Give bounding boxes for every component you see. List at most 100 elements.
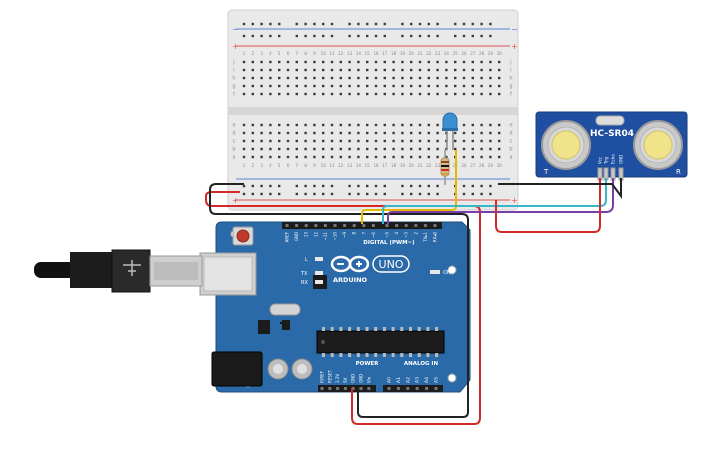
terminal-hole bbox=[489, 155, 492, 159]
rail-hole bbox=[418, 192, 422, 196]
digital-pin-label: 4 bbox=[394, 232, 399, 235]
terminal-hole bbox=[498, 76, 501, 80]
digital-pin[interactable] bbox=[333, 224, 337, 227]
rail-hole bbox=[322, 34, 325, 38]
rail-hole bbox=[357, 192, 360, 196]
rail-hole bbox=[278, 22, 281, 26]
digital-pin[interactable] bbox=[423, 224, 427, 227]
power-pin[interactable] bbox=[359, 387, 363, 390]
terminal-hole bbox=[251, 92, 254, 96]
power-pin[interactable] bbox=[320, 387, 324, 390]
power-pin[interactable] bbox=[351, 387, 355, 390]
column-number-top: 12 bbox=[338, 51, 344, 56]
digital-pin[interactable] bbox=[404, 224, 408, 227]
terminal-hole bbox=[286, 60, 290, 64]
column-number-bottom: 26 bbox=[461, 163, 467, 168]
terminal-hole bbox=[278, 147, 281, 151]
terminal-hole bbox=[418, 60, 422, 64]
power-pin[interactable] bbox=[336, 387, 340, 390]
terminal-hole bbox=[242, 139, 246, 143]
rail-hole bbox=[251, 184, 254, 188]
digital-pin[interactable] bbox=[395, 224, 399, 227]
terminal-hole bbox=[418, 76, 422, 80]
digital-pin[interactable] bbox=[285, 224, 289, 227]
terminal-hole bbox=[242, 123, 246, 127]
terminal-hole bbox=[304, 131, 307, 135]
terminal-hole bbox=[304, 84, 307, 88]
terminal-hole bbox=[374, 92, 378, 96]
led-on-indicator bbox=[430, 270, 440, 274]
wire-black-gnd bbox=[209, 183, 469, 418]
terminal-hole bbox=[471, 84, 474, 88]
terminal-hole bbox=[339, 155, 342, 159]
terminal-hole bbox=[278, 68, 281, 72]
chip-leg-bottom bbox=[339, 353, 343, 357]
terminal-hole bbox=[348, 76, 351, 80]
digital-pin[interactable] bbox=[343, 224, 347, 227]
sensor-right-mark: R bbox=[676, 168, 681, 176]
terminal-hole bbox=[269, 84, 272, 88]
analog-pin[interactable] bbox=[406, 387, 410, 390]
digital-pin[interactable] bbox=[433, 224, 437, 227]
atmega-chip-legs bbox=[322, 327, 439, 357]
column-number-bottom: 20 bbox=[409, 163, 415, 168]
resistor-band-2 bbox=[441, 165, 449, 167]
terminal-hole bbox=[471, 155, 474, 159]
rail-hole bbox=[348, 192, 351, 196]
terminal-hole bbox=[427, 155, 430, 159]
rail-hole bbox=[471, 184, 474, 188]
terminal-hole bbox=[295, 131, 298, 135]
terminal-hole bbox=[322, 68, 325, 72]
terminal-hole bbox=[322, 92, 325, 96]
column-number-top: 6 bbox=[287, 51, 290, 56]
terminal-hole bbox=[251, 131, 254, 135]
digital-pin[interactable] bbox=[304, 224, 308, 227]
digital-pin-label: ~5 bbox=[385, 232, 390, 238]
terminal-hole bbox=[366, 84, 369, 88]
terminal-hole bbox=[454, 92, 457, 96]
column-number-bottom: 30 bbox=[497, 163, 503, 168]
power-pin[interactable] bbox=[328, 387, 332, 390]
digital-pin[interactable] bbox=[323, 224, 327, 227]
breadboard-labels: 1122334455667788991010111112121313141415… bbox=[232, 51, 512, 168]
terminal-hole bbox=[269, 139, 272, 143]
reset-button[interactable] bbox=[236, 229, 250, 243]
breadboard: − + − + + + 1122334455667788991010111112… bbox=[227, 9, 519, 211]
digital-pin[interactable] bbox=[371, 224, 375, 227]
analog-pin[interactable] bbox=[415, 387, 419, 390]
digital-pin[interactable] bbox=[414, 224, 418, 227]
digital-pin[interactable] bbox=[314, 224, 318, 227]
rail-hole bbox=[251, 192, 254, 196]
column-number-bottom: 5 bbox=[278, 163, 281, 168]
sensor-crystal bbox=[595, 115, 625, 126]
rail-hole bbox=[436, 34, 439, 38]
terminal-hole bbox=[392, 92, 395, 96]
rail-hole bbox=[427, 22, 430, 26]
analog-pin[interactable] bbox=[434, 387, 438, 390]
terminal-hole bbox=[330, 60, 334, 64]
row-letter: b bbox=[509, 147, 512, 153]
rail-plus-top: + bbox=[232, 42, 239, 51]
logo-loop-right bbox=[348, 255, 370, 273]
terminal-hole bbox=[471, 147, 474, 151]
digital-pin[interactable] bbox=[385, 224, 389, 227]
terminal-hole bbox=[418, 139, 422, 143]
digital-pin-label: GND bbox=[294, 232, 299, 241]
analog-pin[interactable] bbox=[425, 387, 429, 390]
row-letter: a bbox=[509, 155, 512, 161]
usb-plug-body bbox=[70, 252, 112, 288]
power-pin[interactable] bbox=[343, 387, 347, 390]
column-number-bottom: 16 bbox=[373, 163, 379, 168]
digital-pin[interactable] bbox=[295, 224, 299, 227]
power-pin[interactable] bbox=[367, 387, 371, 390]
rail-hole bbox=[401, 192, 404, 196]
terminal-hole bbox=[498, 155, 501, 159]
terminal-hole bbox=[357, 84, 360, 88]
terminal-hole bbox=[242, 147, 246, 151]
analog-pin[interactable] bbox=[396, 387, 400, 390]
column-number-top: 10 bbox=[321, 51, 327, 56]
analog-pin[interactable] bbox=[387, 387, 391, 390]
wire-red-sensor-vcc bbox=[495, 178, 601, 233]
digital-pin[interactable] bbox=[362, 224, 366, 227]
digital-pin[interactable] bbox=[352, 224, 356, 227]
